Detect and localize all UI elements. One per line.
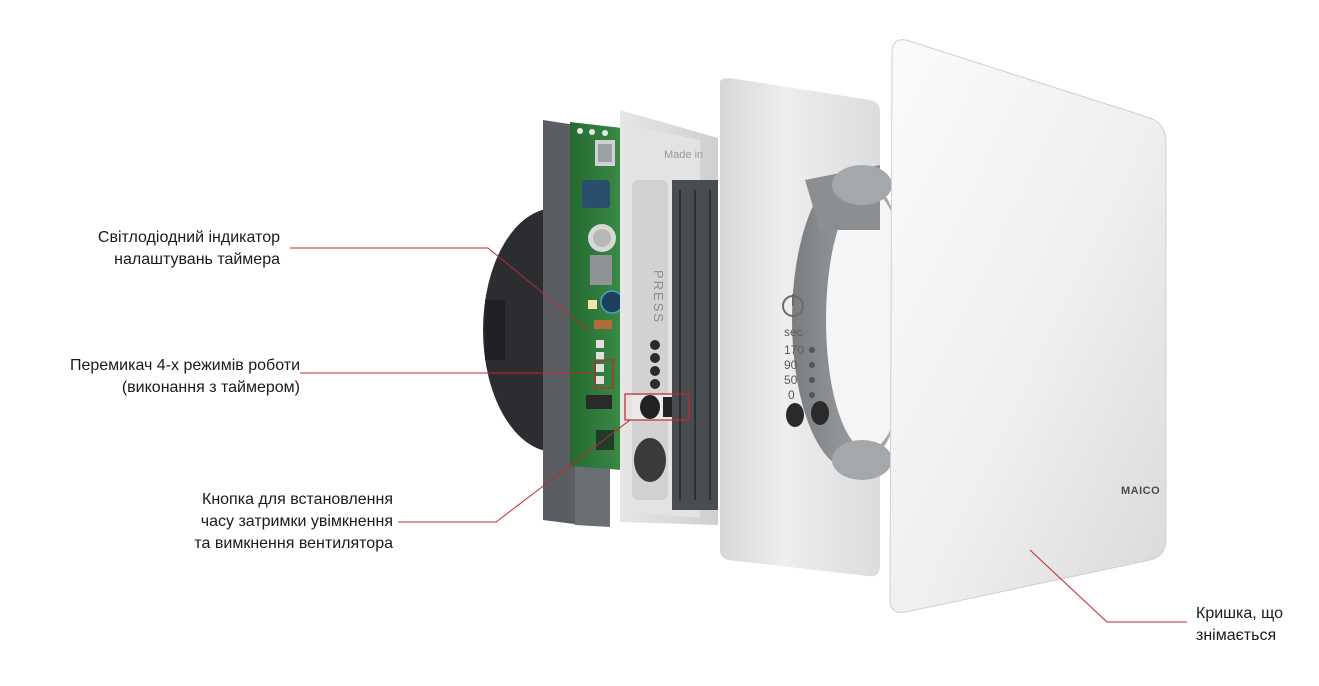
- timer-scale-170: 170: [784, 343, 804, 357]
- timer-scale-0: 0: [788, 388, 795, 402]
- callout-line: Кришка, що: [1196, 605, 1284, 622]
- callout-line: налаштувань таймера: [114, 251, 280, 268]
- callout-removable-cover: Кришка, що знімається: [1196, 603, 1311, 647]
- callout-line: (виконання з таймером): [121, 379, 300, 396]
- press-label: PRESS: [651, 270, 666, 324]
- timer-scale: sec 170 90 50 0: [784, 325, 804, 402]
- maico-logo: MAICO: [1121, 485, 1160, 497]
- callout-line: Кнопка для встановлення: [202, 491, 393, 508]
- removable-cover: MAICO: [889, 39, 1167, 613]
- leader-line-cover: [1029, 549, 1187, 623]
- switch-highlight-box: [594, 359, 614, 389]
- inner-frame: sec 170 90 50 0: [720, 78, 912, 577]
- callout-led-indicator: Світлодіодний індикатор налаштувань тайм…: [40, 227, 280, 271]
- made-in-imprint: Made in: [664, 149, 703, 161]
- button-highlight-box: [624, 393, 690, 421]
- callout-delay-button: Кнопка для встановлення часу затримки ув…: [140, 489, 393, 555]
- timer-scale-90: 90: [784, 358, 798, 372]
- callout-line: Світлодіодний індикатор: [97, 229, 280, 246]
- leader-line-led: [290, 247, 589, 331]
- callout-line: знімається: [1196, 627, 1277, 644]
- circuit-board: [570, 122, 624, 470]
- callout-line: та вимкнення вентилятора: [194, 535, 393, 552]
- callout-line: часу затримки увімкнення: [200, 513, 393, 530]
- led-indicator: [588, 300, 597, 309]
- callout-mode-switch: Перемикач 4-х режимів роботи (виконання …: [0, 355, 300, 399]
- timer-scale-50: 50: [784, 373, 798, 387]
- front-plate: PRESS Made in: [620, 110, 718, 525]
- timer-scale-unit: sec: [784, 325, 803, 339]
- callout-line: Перемикач 4-х режимів роботи: [69, 357, 300, 374]
- leader-line-button: [398, 419, 631, 523]
